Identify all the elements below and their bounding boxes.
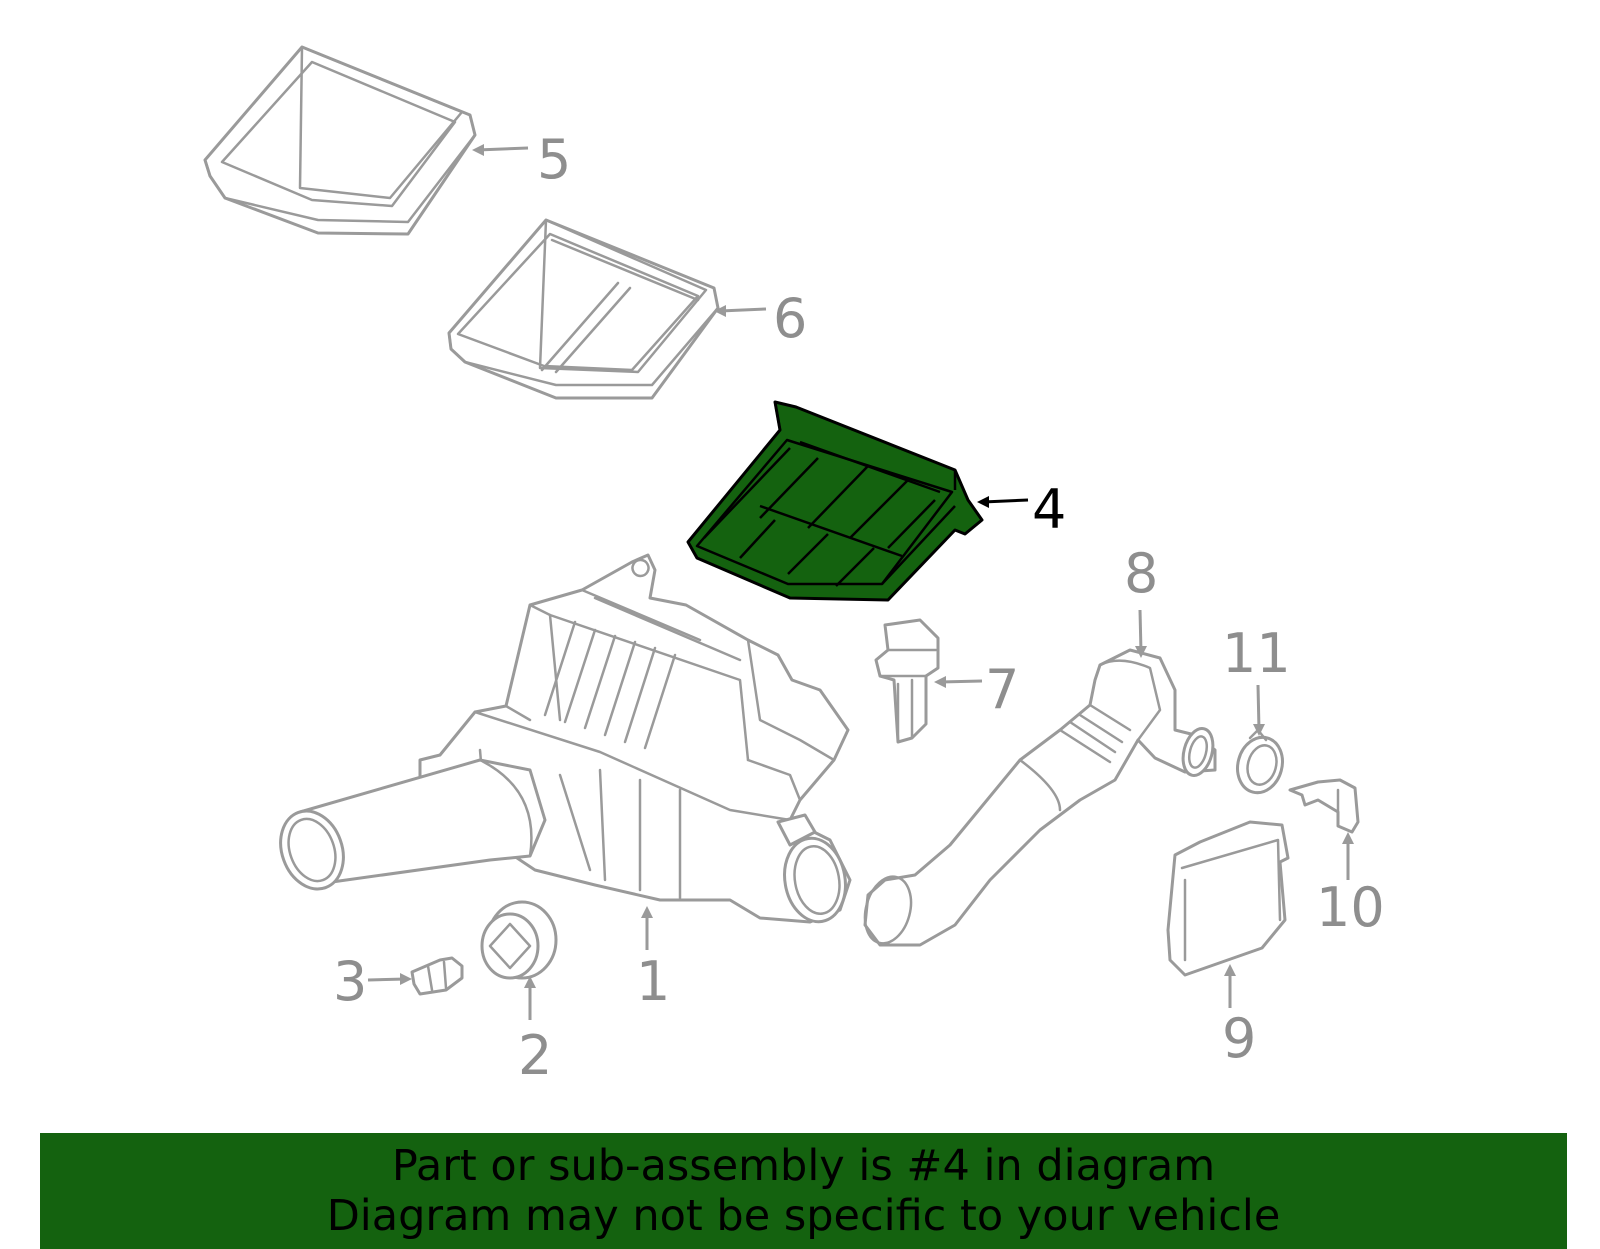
callout-8: 8 <box>1124 542 1158 605</box>
callout-9: 9 <box>1222 1007 1256 1070</box>
banner-line-1: Part or sub-assembly is #4 in diagram <box>391 1141 1216 1191</box>
callout-10: 10 <box>1316 876 1385 939</box>
callout-11: 11 <box>1222 622 1291 685</box>
part-9-air-intake-guide[interactable] <box>1166 820 1290 977</box>
leader-8 <box>1138 609 1143 653</box>
part-10-bracket[interactable] <box>1288 778 1360 834</box>
callout-4: 4 <box>1032 478 1066 541</box>
leader-7 <box>939 679 983 684</box>
part-4-air-cleaner-cover[interactable] <box>686 400 984 602</box>
part-11-hose-clamp[interactable] <box>1232 728 1289 798</box>
callout-5: 5 <box>537 128 571 191</box>
notice-banner: Part or sub-assembly is #4 in diagram Di… <box>40 1133 1567 1249</box>
part-3-clip[interactable] <box>410 956 464 996</box>
leader-lines <box>367 144 1354 1020</box>
part-7-mass-air-flow-sensor[interactable] <box>874 618 940 744</box>
callout-3: 3 <box>333 950 367 1013</box>
callout-labels: 5 6 4 7 8 11 10 9 1 2 3 <box>333 128 1385 1087</box>
leader-11 <box>1256 684 1261 731</box>
leader-6 <box>719 307 767 313</box>
callout-7: 7 <box>985 658 1019 721</box>
leader-3 <box>367 977 407 982</box>
leader-5 <box>476 146 529 152</box>
callout-1: 1 <box>636 950 670 1013</box>
part-5-air-filter[interactable] <box>203 45 477 236</box>
banner-line-2: Diagram may not be specific to your vehi… <box>326 1191 1281 1241</box>
leader-4 <box>982 498 1029 504</box>
part-1-intake-snorkel <box>279 758 547 891</box>
part-2-grommet[interactable] <box>480 900 558 980</box>
callout-6: 6 <box>773 287 807 350</box>
part-8-intake-duct[interactable] <box>858 648 1218 949</box>
callout-2: 2 <box>518 1024 552 1087</box>
part-6-filter-frame[interactable] <box>447 218 720 400</box>
part-1-outlet-collar <box>776 813 847 924</box>
